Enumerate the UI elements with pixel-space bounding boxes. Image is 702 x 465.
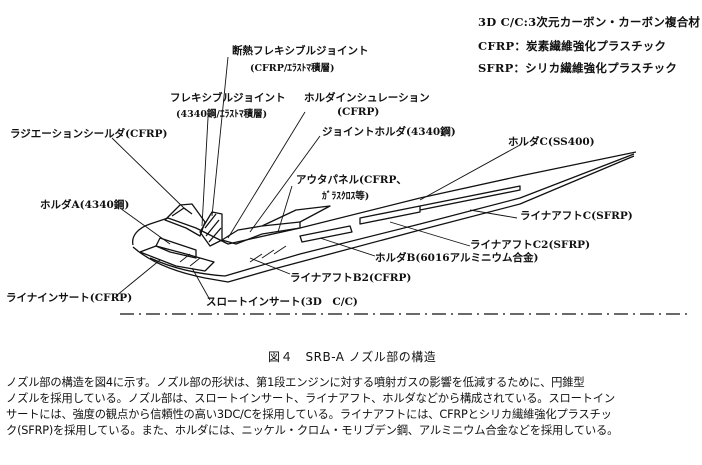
legend-3dcc: 3D C/C:3次元カーボン・カーボン複合材 — [478, 15, 701, 29]
holder-a-shape — [155, 237, 197, 259]
label-outer-panel: アウタパネル(CFRP、 — [296, 174, 407, 186]
label-joint-holder: ジョイントホルダ(4340鋼) — [322, 126, 456, 138]
label-danetsu-flex-joint: 断熱フレキシブルジョイント — [232, 45, 369, 57]
paragraph-line: サートには、強度の観点から信頼性の高い3DC/Cを採用している。ライナアフトには… — [6, 408, 612, 421]
figure-caption: 図４ SRB-A ノズル部の構造 — [268, 350, 437, 364]
label-liner-aft-c2: ライナアフトC2(SFRP) — [470, 239, 591, 251]
paragraph-line: ク(SFRP)を採用している。また、ホルダには、ニッケル・クロム・モリブデン鋼、… — [6, 424, 619, 437]
liner-line — [149, 153, 635, 277]
label-danetsu-flex-joint-material: (CFRP/ｴﾗｽﾄﾏ積層) — [250, 63, 335, 74]
label-holder-insulation: ホルダインシュレーション — [304, 92, 430, 104]
label-holder-insulation-material: (CFRP) — [337, 106, 380, 118]
radiation-shield-shape — [164, 203, 206, 237]
label-throat-insert: スロートインサート(3D C/C) — [206, 296, 358, 308]
label-holder-b: ホルダB(6016アルミニウム合金) — [375, 252, 539, 264]
flexible-joint-shape — [199, 211, 223, 247]
label-liner-insert: ライナインサート(CFRP) — [6, 292, 133, 304]
legend-cfrp: CFRP：炭素繊維強化プラスチック — [478, 39, 667, 53]
joint-holder-shape — [221, 221, 301, 245]
paragraph-line: ノズル部の構造を図4に示す。ノズル部の形状は、第1段エンジンに対する噴射ガスの影… — [6, 376, 585, 389]
label-outer-panel-material: ｶﾞﾗｽｸﾛｽ等) — [322, 191, 370, 202]
outer-panel-shape — [261, 205, 331, 227]
paragraph-line: ノズルを採用している。ノズル部は、スロートインサート、ライナアフト、ホルダなどか… — [6, 392, 615, 405]
description-paragraph: ノズル部の構造を図4に示す。ノズル部の形状は、第1段エンジンに対する噴射ガスの影… — [6, 375, 698, 439]
inner-gas-line — [132, 155, 635, 283]
label-holder-a: ホルダA(4340鋼) — [40, 199, 130, 211]
label-holder-c: ホルダC(SS400) — [508, 136, 595, 148]
label-flex-joint: フレキシブルジョイント — [170, 92, 286, 104]
label-liner-aft-c: ライナアフトC(SFRP) — [520, 210, 633, 222]
legend-sfrp: SFRP：シリカ繊維強化プラスチック — [478, 61, 678, 75]
holder-b-shape — [299, 225, 353, 243]
outer-contour — [132, 151, 637, 246]
label-radiation-shield: ラジエーションシールダ(CFRP) — [10, 128, 168, 140]
label-flex-joint-material: (4340鋼/ｴﾗｽﾄﾏ積層) — [176, 109, 268, 120]
label-liner-aft-b2: ライナアフトB2(CFRP) — [290, 272, 412, 284]
